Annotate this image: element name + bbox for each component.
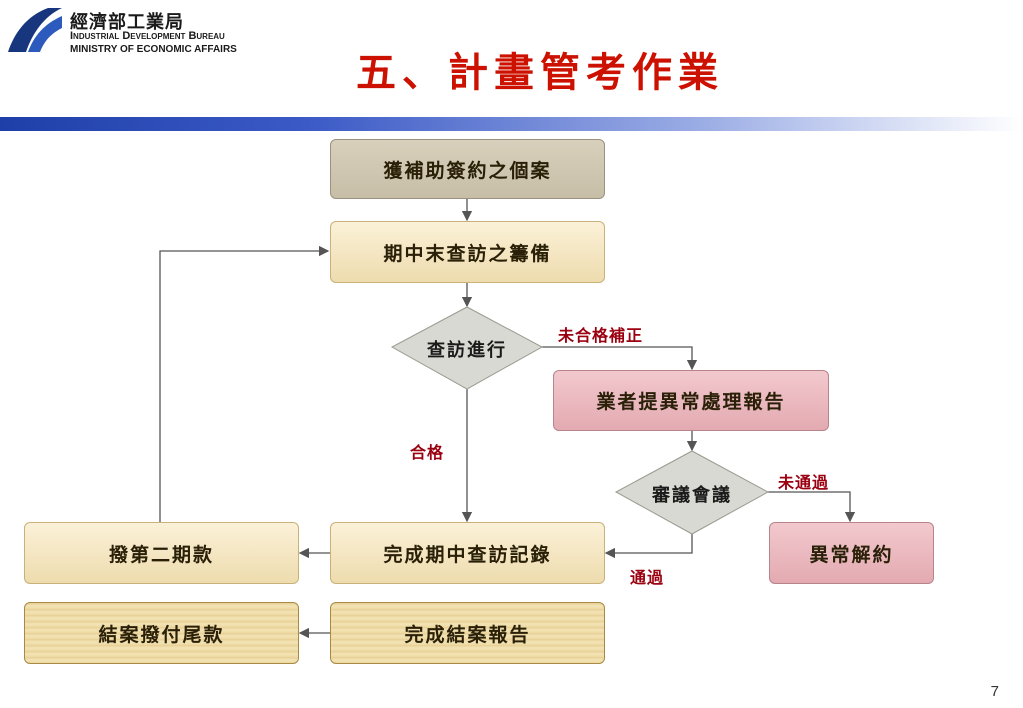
prepare-visit-box: 期中末查訪之籌備 <box>330 221 605 283</box>
label-not-passed: 未通過 <box>778 473 830 492</box>
arrow-visit-to-abnormal <box>540 346 698 371</box>
arrow-payment-loop-to-prepare <box>159 245 330 522</box>
terminate-contract-box: 異常解約 <box>769 522 934 584</box>
second-payment-box: 撥第二期款 <box>24 522 299 584</box>
ministry-name-english: MINISTRY OF ECONOMIC AFFAIRS <box>70 44 237 55</box>
approved-cases-box: 獲補助簽約之個案 <box>330 139 605 199</box>
bureau-logo-icon <box>8 8 62 52</box>
visit-in-progress-label: 查訪進行 <box>427 340 507 361</box>
bureau-logo: 經濟部工業局 Industrial Development Bureau MIN… <box>4 6 284 58</box>
header-gradient-bar <box>0 117 1023 131</box>
label-fail-correct: 未合格補正 <box>558 326 644 345</box>
complete-visit-record-box: 完成期中查訪記錄 <box>330 522 605 584</box>
review-decision-diamond <box>614 450 770 535</box>
complete-final-report-box: 完成結案報告 <box>330 602 605 664</box>
page-number: 7 <box>990 683 999 700</box>
arrow-review-to-record <box>604 534 693 559</box>
org-name-english: Industrial Development Bureau <box>70 30 225 42</box>
label-qualified: 合格 <box>410 443 445 462</box>
org-name-chinese: 經濟部工業局 <box>70 12 184 33</box>
visit-decision-diamond <box>390 306 544 390</box>
review-meeting-label: 審議會議 <box>652 485 732 506</box>
slide-title: 五、計畫管考作業 <box>356 49 724 96</box>
arrow-review-to-terminate <box>768 491 856 523</box>
label-passed: 通過 <box>630 568 665 587</box>
final-payment-box: 結案撥付尾款 <box>24 602 299 664</box>
abnormal-report-box: 業者提異常處理報告 <box>553 370 829 431</box>
